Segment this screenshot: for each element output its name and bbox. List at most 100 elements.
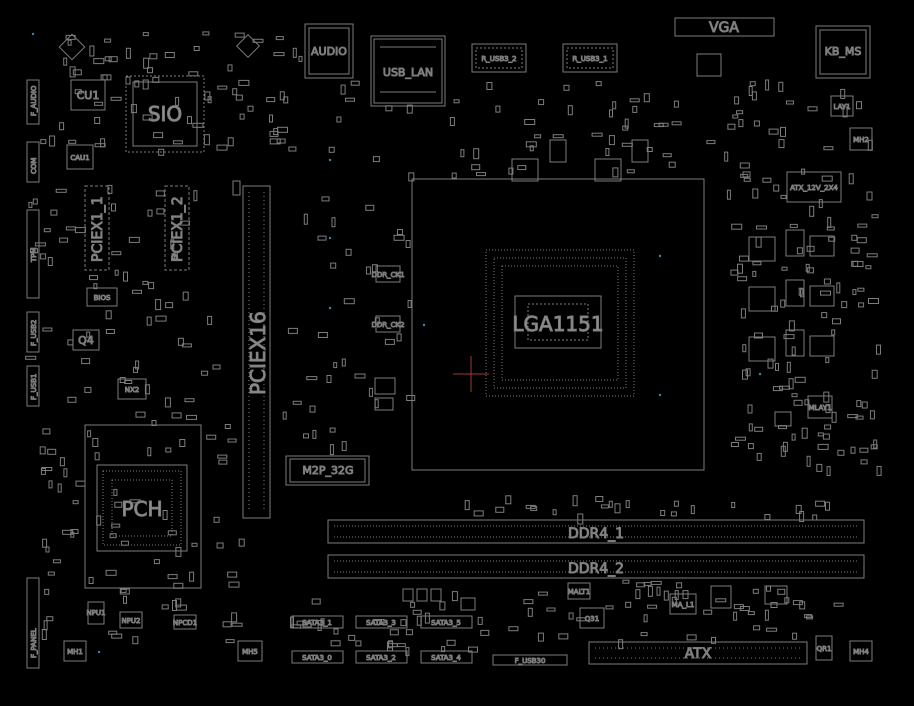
passive-part <box>89 45 95 57</box>
passive-part <box>740 308 746 319</box>
passive-part <box>868 298 879 304</box>
passive-part <box>703 609 713 615</box>
passive-part <box>396 333 402 342</box>
passive-part <box>204 91 211 101</box>
ddr-ck2-label: DDR_CK2 <box>371 321 404 329</box>
passive-part <box>424 612 430 624</box>
passive-part <box>63 57 68 66</box>
passive-part <box>858 302 865 308</box>
passive-part <box>840 88 846 99</box>
passive-part <box>852 289 857 296</box>
passive-part <box>831 329 836 336</box>
passive-part <box>826 466 831 477</box>
mh1-label: MH1 <box>67 648 83 656</box>
passive-part <box>842 106 848 118</box>
passive-part <box>508 167 514 175</box>
passive-part <box>343 298 355 305</box>
passive-part <box>328 146 335 153</box>
passive-part <box>125 47 131 59</box>
passive-part <box>218 459 228 465</box>
passive-part <box>762 177 772 183</box>
passive-part <box>132 289 142 294</box>
passive-part <box>563 84 570 91</box>
passive-part <box>537 591 548 596</box>
passive-part <box>851 260 859 267</box>
passive-part <box>142 32 149 37</box>
qr1-chip: QR1 <box>815 635 833 661</box>
passive-part <box>866 253 878 258</box>
npu1-chip: NPU1 <box>86 601 106 625</box>
passive-part <box>663 590 669 601</box>
passive-part <box>120 540 129 546</box>
passive-part <box>89 275 98 281</box>
passive-part <box>825 357 830 364</box>
passive-part <box>737 276 748 282</box>
passive-part <box>552 509 557 516</box>
passive-part <box>754 332 763 339</box>
lay1-label: LAY1 <box>833 103 850 111</box>
vga-connector: VGA <box>674 17 775 37</box>
passive-part <box>786 100 794 105</box>
passive-part <box>673 100 679 108</box>
passive-part <box>480 629 490 636</box>
passive-part <box>173 250 178 261</box>
passive-part <box>348 634 356 641</box>
passive-part <box>726 189 731 200</box>
test-point-dot <box>658 393 662 397</box>
passive-part <box>706 140 716 145</box>
cu1-label: CU1 <box>77 89 100 102</box>
passive-part <box>833 602 844 607</box>
passive-part <box>341 441 347 452</box>
passive-part <box>207 96 212 104</box>
passive-part <box>47 448 57 455</box>
test-point-dot <box>758 372 762 376</box>
rear-usb3-1-label: R_USB3_1 <box>572 55 607 63</box>
passive-part <box>201 370 209 376</box>
passive-part <box>568 612 574 620</box>
passive-part <box>780 299 786 308</box>
passive-part <box>34 242 46 247</box>
passive-part <box>105 329 115 334</box>
passive-part <box>189 571 195 582</box>
passive-part <box>186 414 197 420</box>
passive-part <box>823 146 834 151</box>
ddr-ck1-label: DDR_CK1 <box>371 271 404 279</box>
passive-part <box>686 634 697 641</box>
passive-part <box>724 151 729 162</box>
passive-part <box>129 499 141 504</box>
passive-part <box>65 226 76 231</box>
passive-part <box>629 98 640 103</box>
f-usb30-label: F_USB30 <box>515 657 546 665</box>
pch-chip: PCH <box>84 424 202 589</box>
passive-part <box>111 203 116 212</box>
passive-part <box>170 239 175 250</box>
passive-part <box>608 135 615 146</box>
passive-part <box>49 135 56 147</box>
passive-part <box>809 205 815 217</box>
diamond-chip-left <box>58 33 86 61</box>
passive-part <box>523 599 534 605</box>
passive-part <box>405 240 411 248</box>
passive-part <box>132 636 139 645</box>
malt1-label: MALT1 <box>568 588 591 596</box>
passive-part <box>94 452 100 461</box>
passive-part <box>410 601 416 608</box>
passive-part <box>47 257 53 266</box>
passive-part <box>88 577 94 584</box>
passive-part <box>449 117 455 126</box>
passive-part <box>408 172 415 182</box>
passive-part <box>57 483 62 493</box>
passive-part <box>791 346 796 356</box>
passive-part <box>216 542 224 549</box>
passive-part <box>653 123 664 128</box>
passive-part <box>147 447 152 457</box>
passive-part <box>816 463 823 472</box>
npcd1-chip: NPCD1 <box>172 614 198 630</box>
passive-part <box>142 79 149 90</box>
passive-part <box>156 208 165 215</box>
passive-part <box>279 91 285 101</box>
pciex16-latch <box>232 180 241 196</box>
passive-part <box>171 253 176 260</box>
passive-part <box>67 396 77 403</box>
passive-part <box>739 255 749 262</box>
